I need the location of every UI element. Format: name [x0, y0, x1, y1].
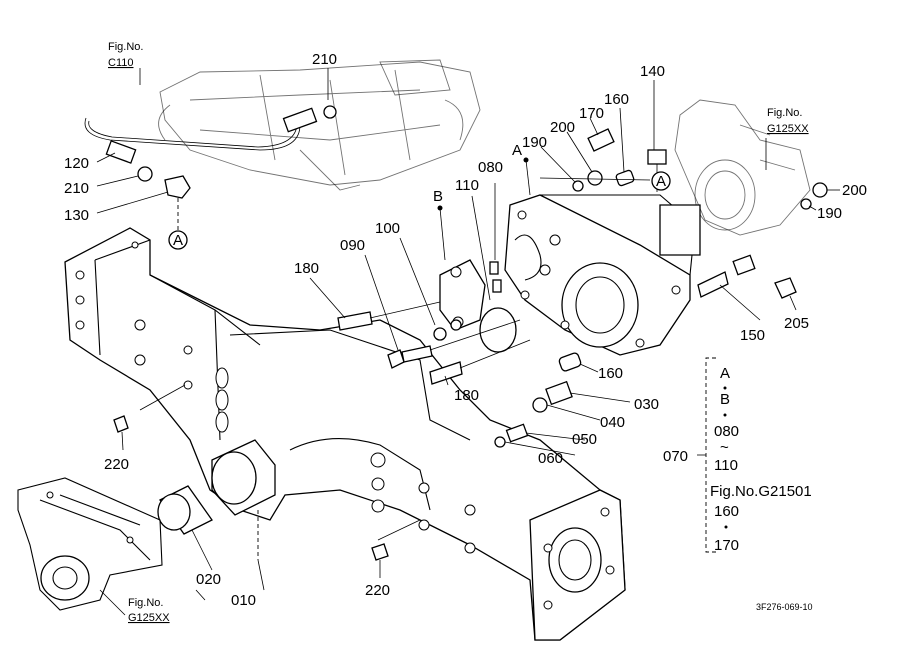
o-ring-110	[479, 307, 517, 353]
plug-030	[545, 380, 573, 406]
seal-040	[532, 397, 548, 413]
plug-050	[505, 423, 529, 443]
callout-210-top: 210	[312, 51, 337, 68]
leader-lines	[96, 68, 840, 616]
seal-060	[494, 436, 506, 448]
callout-205: 205	[784, 315, 809, 332]
bushing-020	[157, 485, 213, 535]
washer-190-right	[800, 198, 812, 210]
callout-200-right: 200	[842, 182, 867, 199]
callout-130: 130	[64, 207, 89, 224]
component-legend: 070 A B 080 ~ 110 Fig.No.G21501 160 170	[663, 357, 812, 554]
ghost-hydraulic-block	[158, 59, 481, 191]
callout-220-left: 220	[104, 456, 129, 473]
legend-A: A	[720, 365, 730, 382]
callout-160-lower: 160	[598, 365, 623, 382]
figref-bottom-left-code: G125XX	[128, 612, 170, 624]
callout-110: 110	[455, 177, 479, 194]
callout-020: 020	[196, 571, 221, 588]
legend-080: 080	[714, 423, 739, 440]
legend-170: 170	[714, 537, 739, 554]
gasket-B	[439, 259, 486, 331]
callout-200-top: 200	[550, 119, 575, 136]
bolt-150	[697, 254, 756, 298]
plug-205	[774, 277, 797, 299]
nut-200-right	[812, 182, 828, 198]
callout-190-right: 190	[817, 205, 842, 222]
callout-120: 120	[64, 155, 89, 172]
figref-top-right-code: G125XX	[767, 123, 809, 135]
callout-090: 090	[340, 237, 365, 254]
ref-circle-A-right	[651, 171, 671, 191]
bushing-160-lower	[558, 352, 582, 372]
legend-B: B	[720, 391, 730, 408]
washer-190	[572, 180, 584, 192]
callout-050: 050	[572, 431, 597, 448]
fitting-170	[587, 128, 615, 152]
ghost-right-axle-hub	[674, 99, 811, 236]
washer-100b	[450, 319, 462, 331]
legend-fig-ref: Fig.No.G21501	[710, 483, 812, 500]
legend-tilde: ~	[720, 439, 729, 456]
ref-A-right: A	[656, 173, 666, 190]
callout-190-top: 190	[522, 134, 547, 151]
elbow-fitting-130	[164, 175, 191, 199]
callout-040: 040	[600, 414, 625, 431]
callout-210-left: 210	[64, 180, 89, 197]
figref-top-left-prefix: Fig.No.	[108, 41, 143, 53]
callout-030: 030	[634, 396, 659, 413]
stud-180-lower	[429, 339, 531, 385]
plug-220-bottom	[371, 543, 389, 561]
pipe-line	[84, 105, 337, 232]
bushing-160-upper	[615, 169, 635, 187]
clamp-210-top	[323, 105, 337, 119]
callout-140: 140	[640, 63, 665, 80]
callout-070: 070	[663, 448, 688, 465]
callout-180-upper: 180	[294, 260, 319, 277]
nut-200	[587, 170, 603, 186]
figref-bottom-left-prefix: Fig.No.	[128, 597, 163, 609]
drawing-code: 3F276-069-10	[756, 602, 813, 612]
callout-060: 060	[538, 450, 563, 467]
callout-220-bottom: 220	[365, 582, 390, 599]
callout-150: 150	[740, 327, 765, 344]
washer-100	[433, 327, 447, 341]
figref-top-right-prefix: Fig.No.	[767, 107, 802, 119]
pin-080b	[492, 279, 502, 293]
callout-170-top: 170	[579, 105, 604, 122]
ref-A-left: A	[173, 232, 183, 249]
pipe-120	[105, 140, 137, 164]
pipe-sleeve	[282, 107, 318, 133]
gear-case-cover	[504, 194, 701, 356]
ref-circle-A-left	[168, 230, 188, 250]
clamp-210-left	[137, 166, 153, 182]
legend-110: 110	[714, 457, 738, 474]
callout-100: 100	[375, 220, 400, 237]
ref-B: B	[433, 188, 443, 205]
ref-A-top: A	[512, 142, 522, 159]
callout-160-top: 160	[604, 91, 629, 108]
pin-080	[489, 261, 499, 275]
axle-housing	[64, 227, 626, 641]
callout-180-lower: 180	[454, 387, 479, 404]
bolt-090	[387, 319, 521, 369]
legend-160: 160	[714, 503, 739, 520]
figref-top-left-code: C110	[108, 57, 133, 69]
left-axle-hub	[17, 477, 163, 611]
callout-010: 010	[231, 592, 256, 609]
stud-180-upper	[337, 301, 441, 331]
plug-220-left	[113, 415, 129, 433]
callout-080: 080	[478, 159, 503, 176]
